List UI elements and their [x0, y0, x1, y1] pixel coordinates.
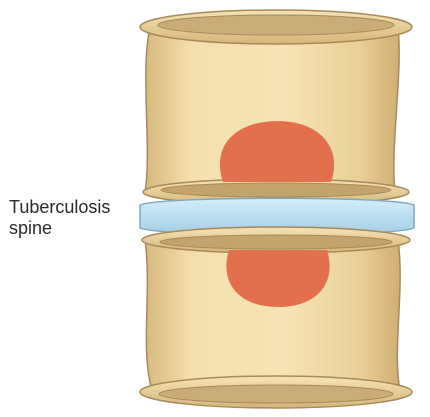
upper-vertebra — [140, 10, 412, 205]
lower-vertebra-bottom-endplate — [159, 385, 393, 403]
upper-vertebra-bottom-endplate — [161, 183, 391, 197]
lower-vertebra — [140, 227, 412, 408]
lower-vertebra-top-endplate — [160, 235, 392, 249]
upper-vertebra-top-endplate — [158, 15, 394, 35]
